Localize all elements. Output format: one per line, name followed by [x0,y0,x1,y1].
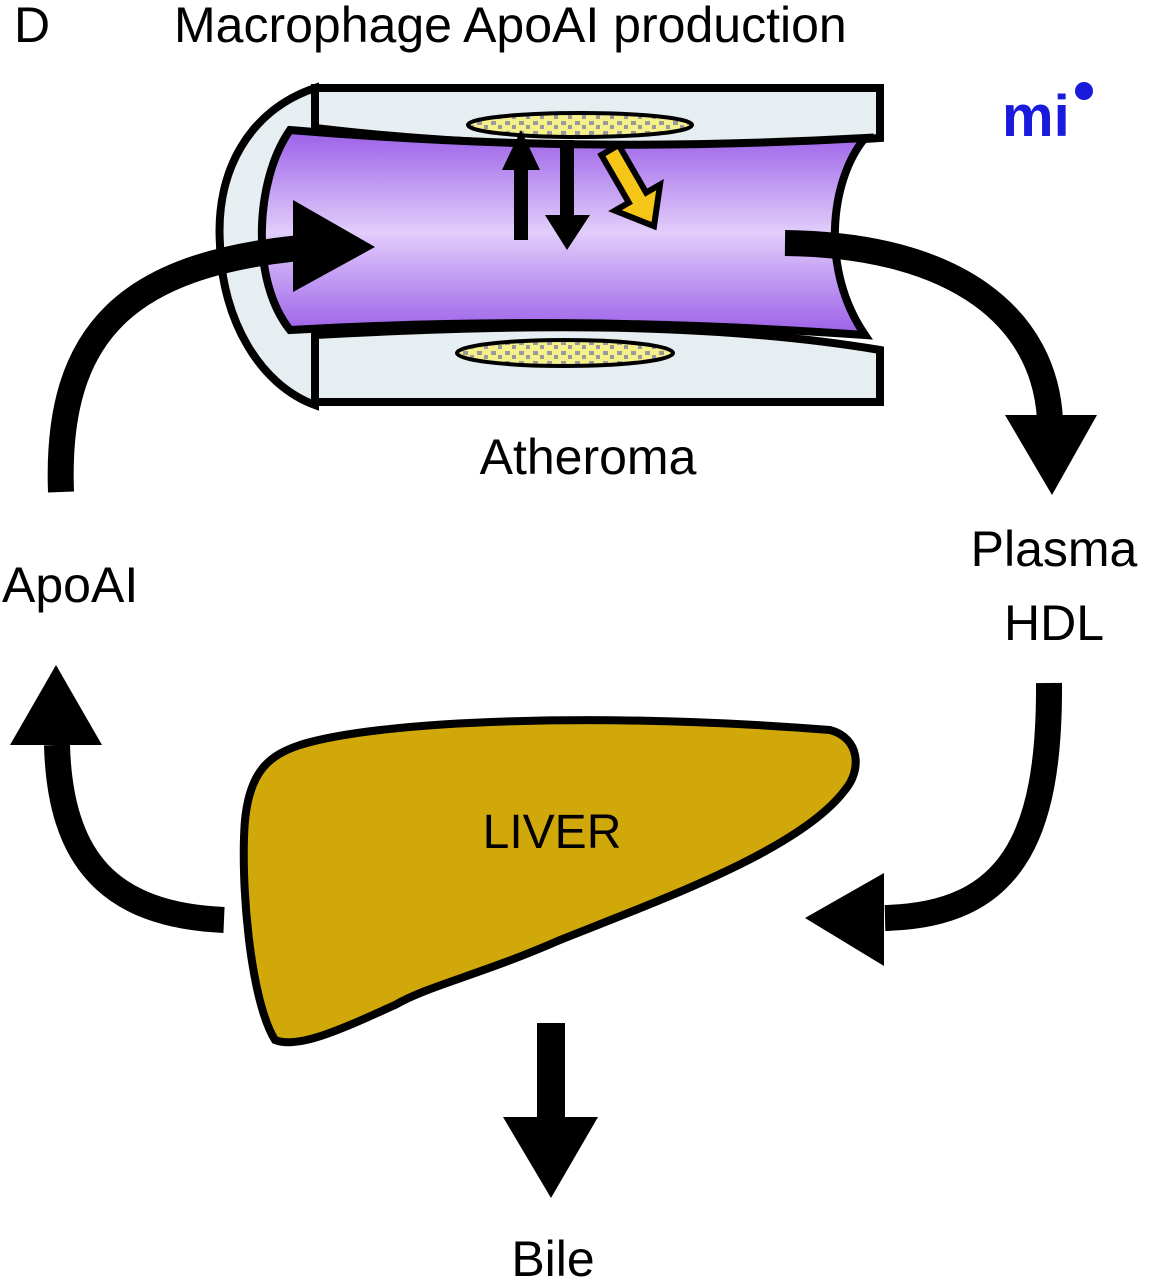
liver-label: LIVER [483,806,622,859]
arrow-atheroma-to-hdl [784,230,1097,495]
arrow-apoai-to-atheroma [47,200,375,493]
apoai-label: ApoAI [2,557,138,613]
figure-title: Macrophage ApoAI production [174,0,847,53]
efflux-arrow-icon [597,140,664,231]
arrow-down-icon [545,140,590,250]
arrow-liver-to-bile [503,1023,598,1198]
logo-text: mi [1002,84,1070,149]
bile-label: Bile [511,1231,594,1280]
liver-shape: LIVER [239,716,860,1047]
hdl-label: HDL [1004,595,1104,651]
plaque-top [466,111,694,139]
plaque-bottom [455,338,675,368]
plasma-label: Plasma [971,521,1138,577]
panel-letter: D [14,0,50,53]
journal-logo-icon: mi [1002,82,1093,149]
liver-outline [239,716,860,1047]
arrow-hdl-to-liver [805,682,1063,966]
blood-vessel-atheroma [215,82,884,411]
arrow-up-icon [502,130,540,240]
arrow-liver-to-apoai [10,665,225,933]
atheroma-label: Atheroma [480,429,697,485]
